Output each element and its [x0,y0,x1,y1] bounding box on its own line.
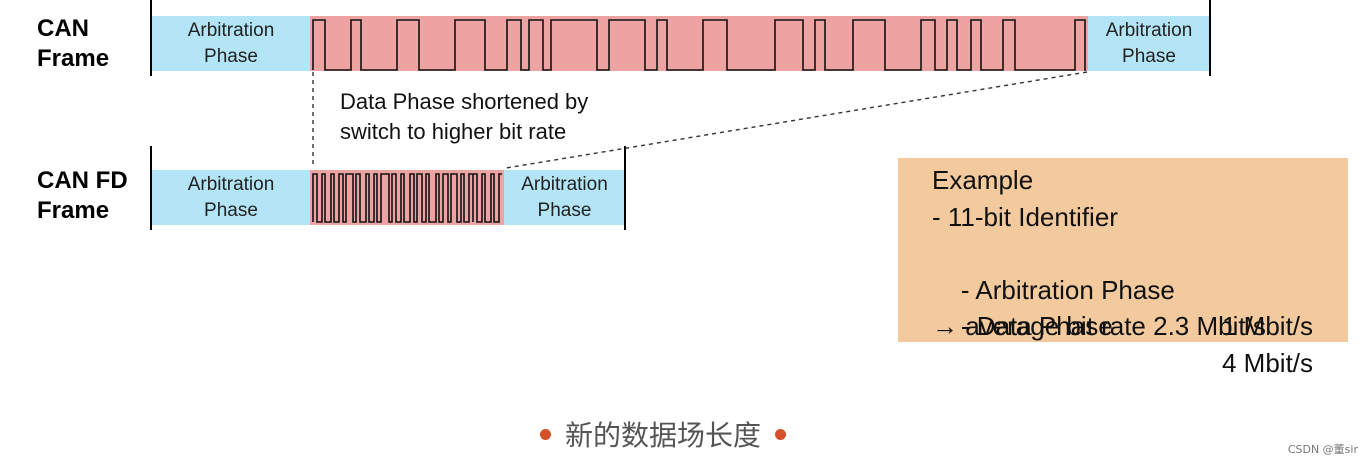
example-average: → average bit rate 2.3 Mbit/s [932,311,1266,341]
bullet-right-icon [775,428,787,440]
annotation-line2: switch to higher bit rate [340,119,567,144]
canfd-frame-end-marker [624,146,626,230]
canfd-frame-start-marker [150,146,152,230]
example-identifier: - 11-bit Identifier [932,201,1118,232]
can-arbitration-right-line2: Phase [1122,45,1176,67]
data-phase-annotation: Data Phase shortened by switch to higher… [340,87,588,147]
can-arbitration-left-line1: Arbitration [187,19,275,41]
watermark: CSDN @董sir [1287,443,1358,456]
canfd-arbitration-phase-right: Arbitration Phase [504,170,625,225]
example-data-value: 4 Mbit/s [1222,347,1314,378]
can-frame-end-marker [1209,0,1211,76]
can-frame-label-line2: Frame [37,45,110,72]
example-data-label: - Data Phase [960,311,1113,341]
example-box: Example - 11-bit Identifier - Arbitratio… [898,158,1348,378]
can-data-phase [310,16,1088,71]
can-data-bit-waveform [312,19,1086,71]
canfd-frame-label-line1: CAN FD [37,167,128,194]
can-arbitration-phase-left: Arbitration Phase [152,16,310,71]
canfd-data-bit-waveform [312,173,502,223]
can-frame-label: CAN Frame [37,14,109,74]
example-arbitration-value: 1 Mbit/s [1222,311,1314,341]
example-title: Example [932,165,1034,195]
caption: 新的数据场长度 [540,414,787,454]
canfd-frame-label-line2: Frame [37,197,110,224]
can-frame-label-line1: CAN [37,15,89,42]
canfd-arbitration-left-line1: Arbitration [187,173,275,195]
canfd-arbitration-right-line2: Phase [537,199,592,221]
caption-text: 新的数据场长度 [565,419,762,452]
example-arbitration-label: - Arbitration Phase [960,274,1175,305]
example-data-row: - Data Phase 4 Mbit/s [932,272,1348,378]
can-arbitration-phase-right: Arbitration Phase [1088,16,1210,71]
canfd-arbitration-right-line1: Arbitration [521,173,608,195]
example-arbitration-row: - Arbitration Phase 1 Mbit/s [932,235,1348,342]
canfd-arbitration-left-line2: Phase [204,199,258,221]
can-arbitration-right-line1: Arbitration [1105,19,1193,41]
dashed-connector-right [505,71,1088,169]
annotation-line1: Data Phase shortened by [340,89,589,114]
bullet-left-icon [540,428,551,440]
can-arbitration-left-line2: Phase [204,45,258,67]
can-frame-start-marker [150,0,152,76]
canfd-frame-label: CAN FD Frame [37,166,128,226]
canfd-arbitration-phase-left: Arbitration Phase [152,170,310,225]
